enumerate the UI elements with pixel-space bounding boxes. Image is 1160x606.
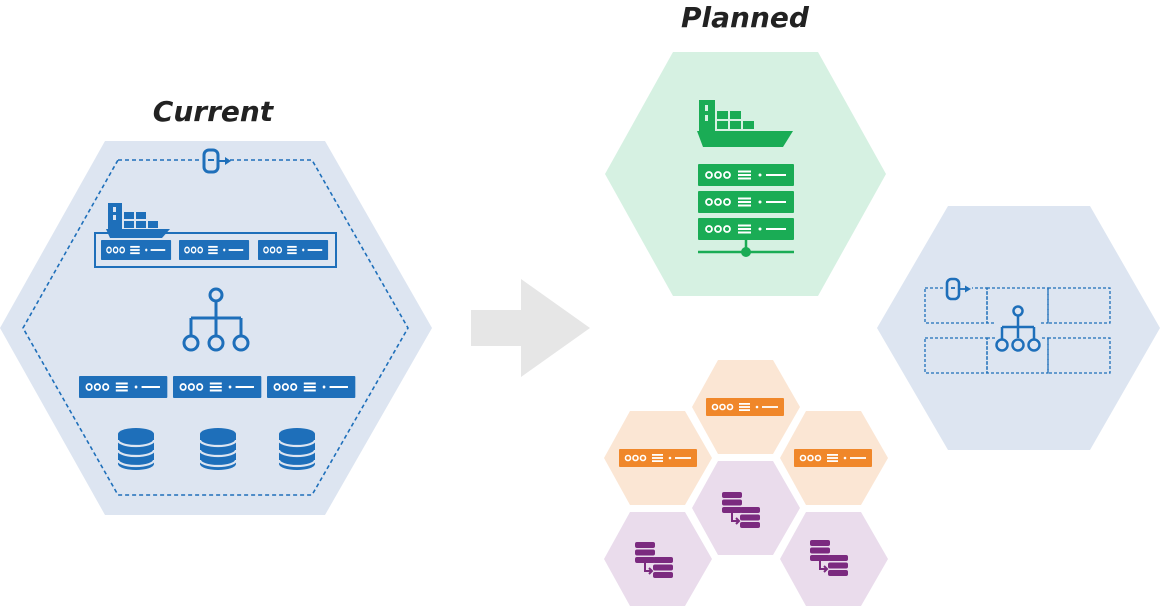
database-icon (277, 426, 317, 472)
current-dashed-boundary (22, 159, 409, 496)
container-ship-icon (697, 100, 793, 147)
gateway-icon (944, 277, 972, 301)
server-icon (172, 375, 263, 399)
planned-title: Planned (681, 1, 810, 34)
database-icon (198, 426, 238, 472)
server-icon (100, 239, 172, 261)
server-cluster-frame (94, 232, 337, 268)
server-icon (705, 397, 785, 417)
gateway-icon (200, 147, 231, 175)
current-title: Current (153, 95, 275, 128)
server-icon (697, 163, 795, 187)
server-icon (78, 375, 169, 399)
database-icon (116, 426, 156, 472)
server-icon (793, 448, 873, 468)
server-base-connector (698, 240, 794, 257)
server-icon (618, 448, 698, 468)
server-icon (697, 217, 795, 241)
server-icon (266, 375, 357, 399)
network-hierarchy-icon (182, 287, 250, 352)
transition-arrow (471, 279, 590, 377)
server-icon (257, 239, 329, 261)
server-icon (178, 239, 250, 261)
network-hierarchy-icon (995, 304, 1041, 354)
server-icon (697, 190, 795, 214)
